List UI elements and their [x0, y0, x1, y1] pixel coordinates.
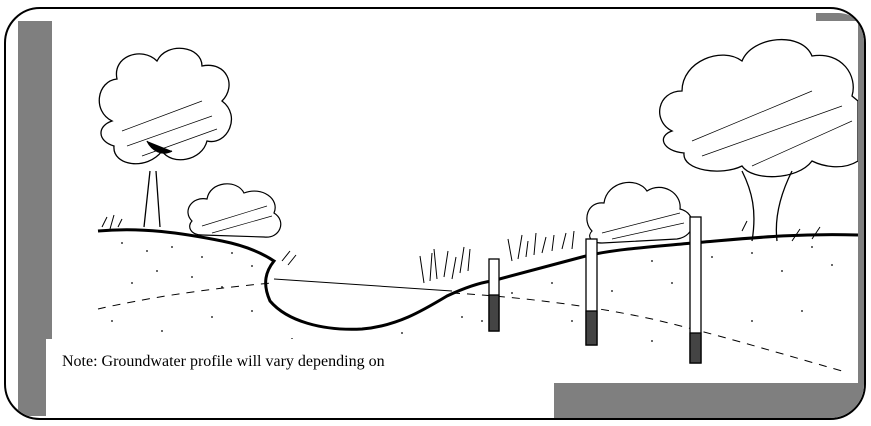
- monitoring-well-3: [690, 217, 701, 363]
- soil-stipple: [111, 242, 833, 352]
- left-tree: [99, 48, 231, 227]
- center-shrub: [587, 182, 693, 243]
- monitoring-well-2: [586, 239, 597, 345]
- groundwater-note: Note: Groundwater profile will vary depe…: [62, 353, 385, 371]
- illustration-panel: [52, 21, 858, 383]
- left-shrub: [102, 184, 296, 265]
- note-box: [46, 339, 554, 419]
- monitoring-well-1: [489, 259, 499, 331]
- ground-surface-line: [98, 230, 858, 330]
- right-tree: [660, 40, 858, 241]
- groundwater-illustration: [52, 21, 858, 383]
- water-surface-line: [274, 279, 452, 291]
